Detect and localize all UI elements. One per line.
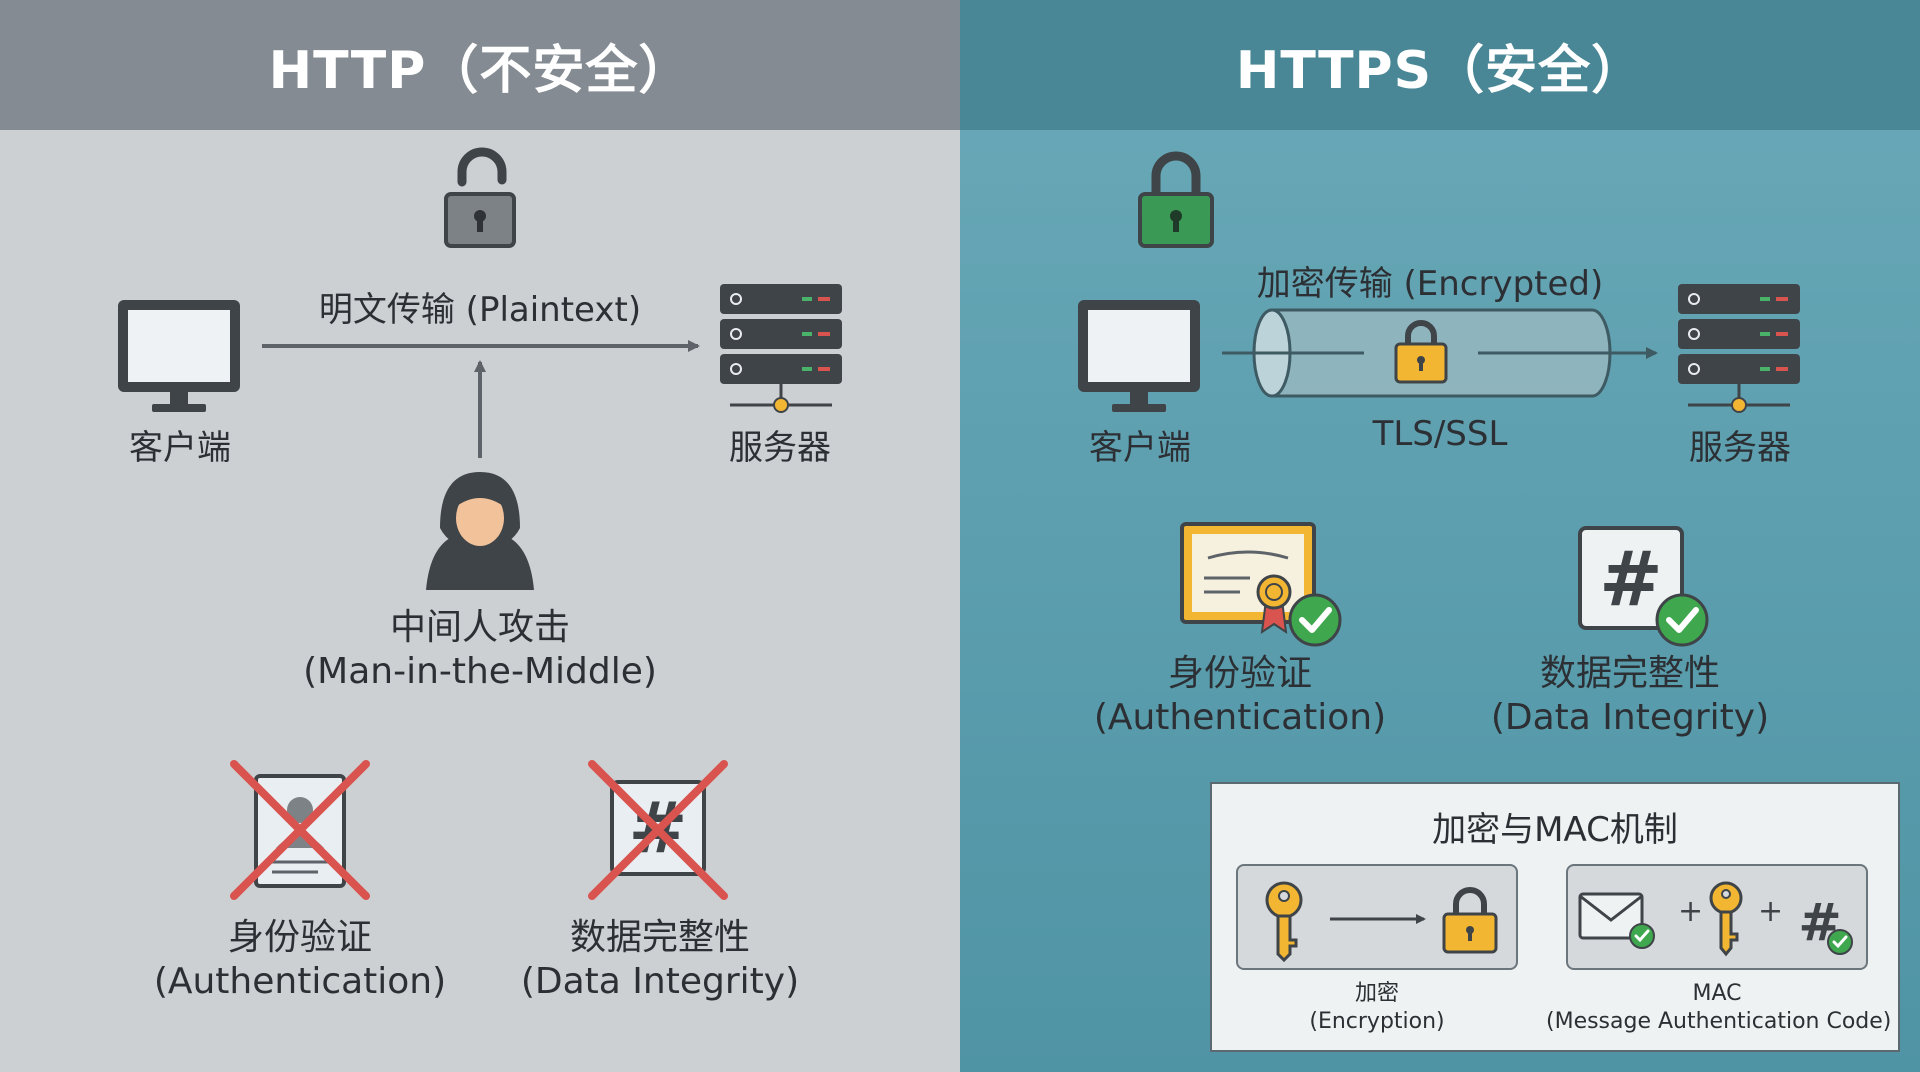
http-integrity-label-en: (Data Integrity) (520, 961, 800, 1002)
http-auth-label-en: (Authentication) (153, 961, 447, 1002)
http-server-label: 服务器 (729, 428, 831, 468)
certificate-icon (1180, 522, 1316, 635)
envelope-icon (1578, 892, 1655, 949)
encryption-caption: 加密 (Encryption) (1236, 980, 1518, 1036)
http-client-label: 客户端 (129, 428, 231, 468)
http-server-icon (720, 284, 842, 413)
mitm-label: 中间人攻击 (Man-in-the-Middle) (260, 606, 700, 694)
https-server-icon (1678, 284, 1800, 413)
https-title: HTTPS（安全） (960, 0, 1920, 130)
mac-box: # + + (1566, 864, 1868, 970)
mac-caption-en: (Message Authentication Code) (1546, 1009, 1892, 1034)
tls-ssl-label: TLS/SSL (1372, 414, 1508, 454)
http-auth-label-cn: 身份验证 (227, 917, 372, 958)
hooded-attacker-icon (426, 472, 534, 590)
gold-padlock-icon (1394, 320, 1448, 384)
https-auth-label-en: (Authentication) (1093, 697, 1387, 738)
integrity-check-icon (1655, 593, 1709, 647)
open-padlock-icon (444, 147, 516, 248)
mitm-label-en: (Man-in-the-Middle) (303, 651, 657, 692)
svg-text:#: # (1599, 534, 1663, 623)
encryption-mac-box: 加密与MAC机制 (1210, 782, 1900, 1052)
mechanism-title: 加密与MAC机制 (1432, 810, 1678, 850)
plus-sign-1: + (1678, 894, 1704, 929)
http-panel: HTTP（不安全） (0, 0, 960, 1072)
hash-crossed-icon: # (588, 760, 728, 900)
https-integrity-label-en: (Data Integrity) (1490, 697, 1770, 738)
https-server-label: 服务器 (1689, 428, 1791, 468)
hash-icon: # (1578, 526, 1684, 630)
plaintext-label: 明文传输 (Plaintext) (318, 290, 642, 330)
http-title: HTTP（不安全） (0, 0, 960, 130)
http-client-monitor-icon (118, 300, 240, 412)
https-auth-label-cn: 身份验证 (1167, 653, 1312, 694)
key-icon (1265, 881, 1303, 963)
https-integrity-label: 数据完整性 (Data Integrity) (1460, 652, 1800, 740)
plus-sign-2: + (1758, 894, 1784, 929)
hash-icon: # (1798, 893, 1853, 955)
id-card-crossed-icon (230, 760, 370, 900)
https-panel: HTTPS（安全） (960, 0, 1920, 1072)
https-integrity-label-cn: 数据完整性 (1539, 653, 1720, 694)
encryption-box (1236, 864, 1518, 970)
encrypted-label: 加密传输 (Encrypted) (1256, 264, 1604, 304)
http-auth-label: 身份验证 (Authentication) (140, 916, 460, 1004)
padlock-icon (1442, 887, 1498, 954)
encryption-graphic (1265, 881, 1498, 963)
http-integrity-label-cn: 数据完整性 (569, 917, 750, 958)
mac-caption-cn: MAC (1692, 981, 1742, 1006)
http-diagram: # (118, 147, 842, 900)
https-client-monitor-icon (1078, 300, 1200, 412)
http-integrity-label: 数据完整性 (Data Integrity) (500, 916, 820, 1004)
mac-caption: MAC (Message Authentication Code) (1546, 980, 1892, 1036)
mac-graphic: # (1578, 881, 1853, 957)
mitm-label-cn: 中间人攻击 (389, 607, 570, 648)
https-auth-label: 身份验证 (Authentication) (1070, 652, 1410, 740)
https-client-label: 客户端 (1089, 428, 1191, 468)
encryption-caption-en: (Encryption) (1309, 1009, 1445, 1034)
key-icon (1709, 881, 1743, 957)
auth-check-icon (1288, 593, 1342, 647)
encryption-caption-cn: 加密 (1354, 981, 1399, 1006)
green-padlock-icon (1138, 151, 1214, 248)
https-diagram: # (1078, 151, 1800, 647)
